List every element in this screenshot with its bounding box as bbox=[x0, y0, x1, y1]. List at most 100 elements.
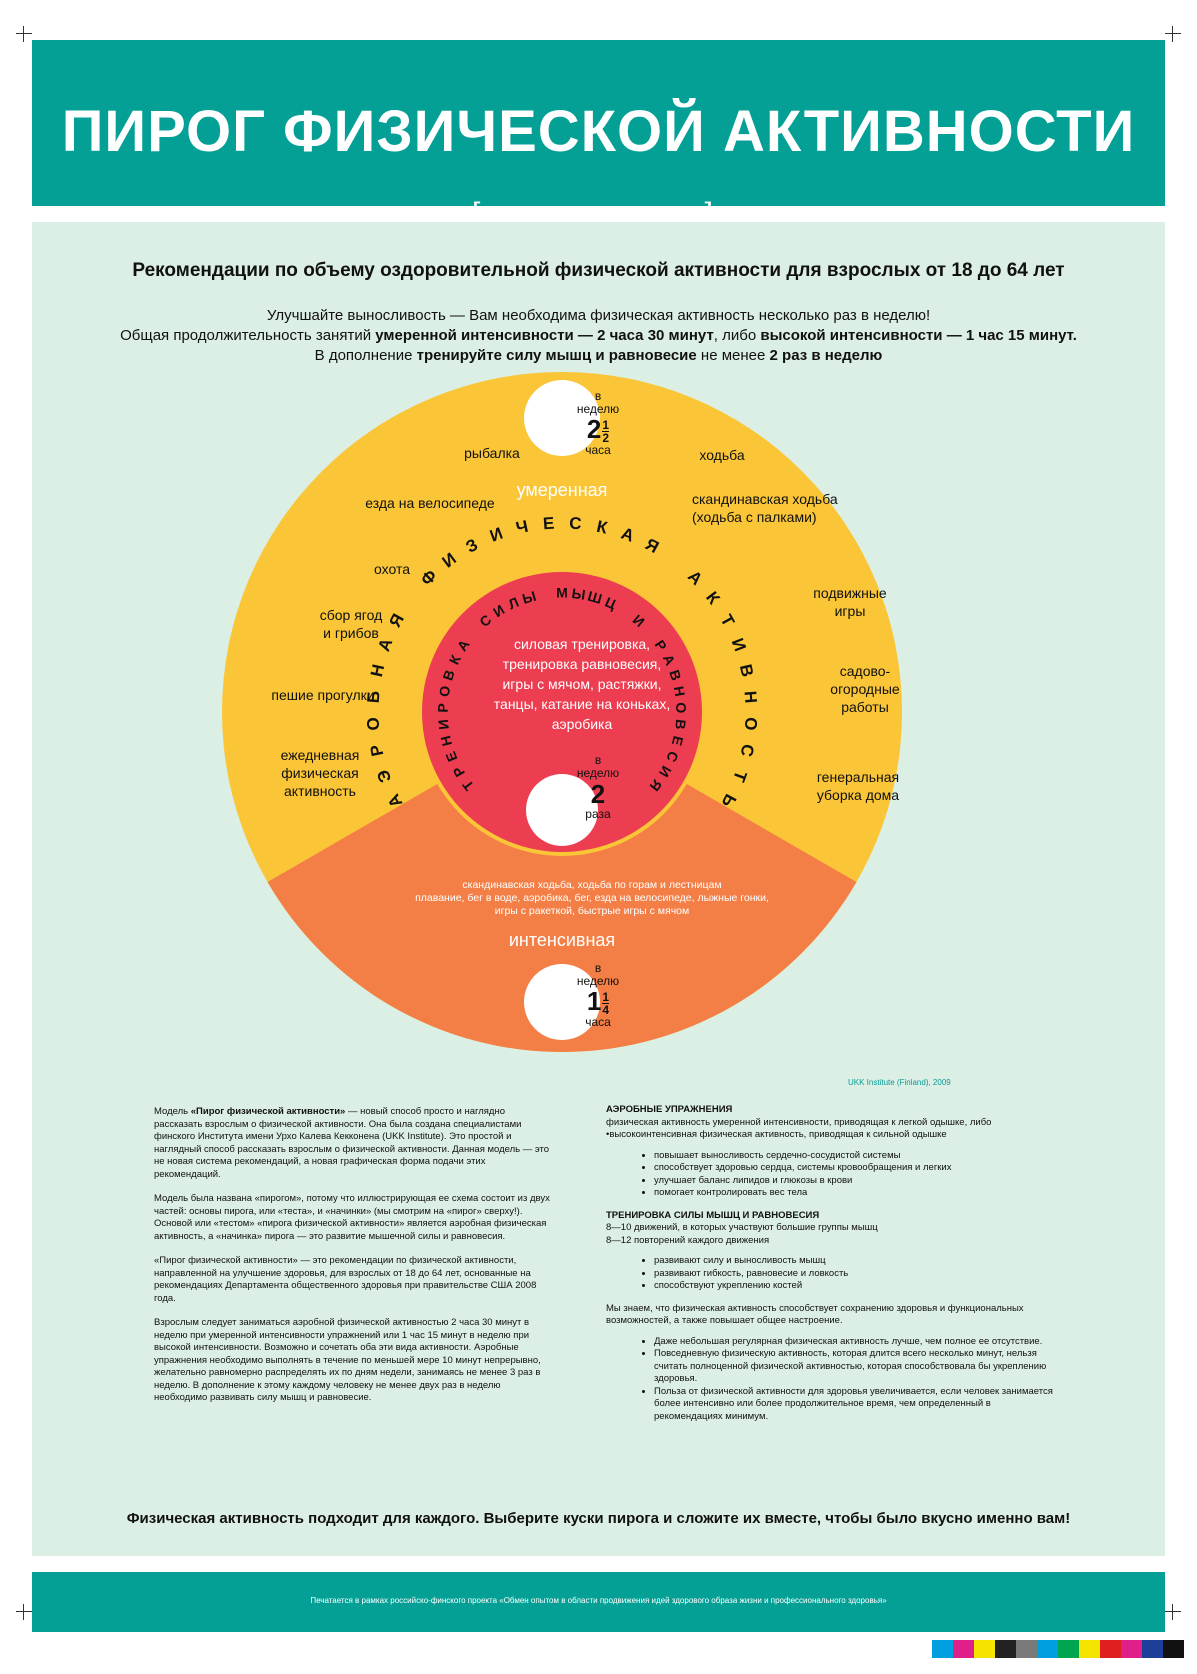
arc-letter-aerobic: Р bbox=[366, 743, 387, 758]
color-bar bbox=[1163, 1640, 1184, 1658]
right-text-column: АЭРОБНЫЕ УПРАЖНЕНИЯ физическая активност… bbox=[606, 1104, 1056, 1433]
arc-letter-strength: В bbox=[439, 668, 457, 683]
strength-items: силовая тренировка, тренировка равновеси… bbox=[493, 636, 671, 732]
arc-letter-aerobic: Б bbox=[364, 690, 384, 704]
arc-letter-aerobic: В bbox=[736, 662, 757, 678]
header-banner: ПИРОГ ФИЗИЧЕСКОЙ АКТИВНОСТИ [ неделя ] bbox=[32, 40, 1165, 230]
badge-strength-text: в неделю 2 раза bbox=[576, 753, 620, 821]
item-house-cleaning: генеральная уборка дома bbox=[816, 769, 900, 803]
item-garden: садово- огородные работы bbox=[830, 663, 900, 715]
color-calibration-bars bbox=[932, 1640, 1184, 1658]
intensive-zone bbox=[267, 712, 857, 1052]
arc-letter-strength: И bbox=[435, 719, 452, 731]
aerobic-bullets: повышает выносливость сердечно-сосудисто… bbox=[606, 1150, 1056, 1200]
arc-letter-strength: В bbox=[666, 668, 684, 683]
crop-mark bbox=[16, 1604, 32, 1620]
recommendation-intro: Улучшайте выносливость — Вам необходима … bbox=[32, 306, 1165, 366]
strength-desc-1: 8—10 движений, в которых участвуют больш… bbox=[606, 1222, 878, 1233]
strength-heading: ТРЕНИРОВКА СИЛЫ МЫШЦ И РАВНОВЕСИЯ bbox=[606, 1209, 820, 1221]
intensive-items: скандинавская ходьба, ходьба по горам и … bbox=[415, 879, 769, 917]
recommendation-title: Рекомендации по объему оздоровительной ф… bbox=[132, 260, 1065, 281]
arc-letter-aerobic: Э bbox=[373, 767, 395, 785]
color-bar bbox=[1079, 1640, 1100, 1658]
left-paragraph-3: «Пирог физической активности» — это реко… bbox=[154, 1255, 537, 1304]
know-bullets: Даже небольшая регулярная физическая акт… bbox=[606, 1336, 1056, 1424]
arc-letter-aerobic: Е bbox=[542, 514, 555, 534]
color-bar bbox=[995, 1640, 1016, 1658]
strength-desc-2: 8—12 повторений каждого движения bbox=[606, 1234, 770, 1246]
color-bar bbox=[953, 1640, 974, 1658]
credit: UKK Institute (Finland), 2009 bbox=[848, 1078, 951, 1087]
item-nordic-walking: скандинавская ходьба (ходьба с палками) bbox=[692, 491, 838, 525]
item-hiking: пешие прогулки bbox=[271, 687, 375, 703]
item-cycling: езда на велосипеде bbox=[365, 495, 495, 511]
crop-mark bbox=[1165, 26, 1181, 42]
color-bar bbox=[932, 1640, 953, 1658]
item-berries: сбор ягод и грибов bbox=[319, 607, 383, 641]
arc-letter-strength: Н bbox=[671, 685, 689, 698]
list-item: Повседневную физическую активность, кото… bbox=[654, 1348, 1056, 1386]
color-bar bbox=[1100, 1640, 1121, 1658]
arc-letter-aerobic: О bbox=[741, 717, 761, 731]
arc-letter-strength: М bbox=[556, 585, 568, 601]
aerobic-desc-1: физическая активность умеренной интенсив… bbox=[606, 1116, 992, 1128]
color-bar bbox=[1121, 1640, 1142, 1658]
slogan: Физическая активность подходит для каждо… bbox=[126, 1510, 1071, 1527]
arc-letter-strength: Ы bbox=[520, 588, 538, 607]
item-games: подвижные игры bbox=[813, 585, 887, 619]
badge-strength bbox=[526, 774, 598, 846]
label-intensive: интенсивная bbox=[509, 930, 615, 950]
footer-text: Печатается в рамках российско-финского п… bbox=[310, 1596, 887, 1605]
arc-letter-strength: Н bbox=[437, 734, 455, 748]
list-item: улучшает баланс липидов и глюкозы в кров… bbox=[654, 1175, 1056, 1188]
arc-letter-aerobic: С bbox=[569, 514, 583, 534]
page-title: ПИРОГ ФИЗИЧЕСКОЙ АКТИВНОСТИ bbox=[61, 99, 1136, 164]
badge-moderate bbox=[524, 380, 600, 456]
aerobic-desc-2: •высокоинтенсивная физическая активность… bbox=[606, 1129, 947, 1140]
arc-letter-strength: Ш bbox=[586, 588, 604, 607]
crop-mark bbox=[1165, 1604, 1181, 1620]
arc-letter-aerobic: С bbox=[737, 742, 758, 758]
arc-letter-strength: О bbox=[436, 684, 454, 698]
arc-letter-aerobic: Н bbox=[367, 662, 388, 678]
list-item: повышает выносливость сердечно-сосудисто… bbox=[654, 1150, 1056, 1163]
item-daily-activity: ежедневная физическая активность bbox=[280, 747, 360, 799]
list-item: Даже небольшая регулярная физическая акт… bbox=[654, 1336, 1056, 1349]
aerobic-heading: АЭРОБНЫЕ УПРАЖНЕНИЯ bbox=[606, 1104, 733, 1115]
label-moderate: умеренная bbox=[517, 480, 608, 500]
strength-bullets: развивают силу и выносливость мышц разви… bbox=[606, 1255, 1056, 1293]
intro-line-1: Улучшайте выносливость — Вам необходима … bbox=[266, 307, 931, 324]
list-item: Польза от физической активности для здор… bbox=[654, 1386, 1056, 1424]
list-item: развивают гибкость, равновесие и ловкост… bbox=[654, 1268, 1056, 1281]
intro-line-3: В дополнение тренируйте силу мышц и равн… bbox=[314, 347, 883, 364]
arc-letter-aerobic: Н bbox=[740, 690, 760, 704]
arc-letter-aerobic: О bbox=[363, 717, 383, 731]
item-fishing: рыбалка bbox=[464, 445, 520, 461]
arc-letter-strength: О bbox=[673, 702, 689, 714]
list-item: помогает контролировать вес тела bbox=[654, 1187, 1056, 1200]
arc-letter-strength: Ы bbox=[571, 585, 587, 603]
footer-banner: Печатается в рамках российско-финского п… bbox=[32, 1572, 1165, 1632]
arc-letter-strength: В bbox=[672, 719, 689, 731]
color-bar bbox=[1016, 1640, 1037, 1658]
main-panel: Рекомендации по объему оздоровительной ф… bbox=[32, 222, 1165, 1556]
arc-letter-strength: Р bbox=[435, 703, 451, 713]
list-item: способствуют укреплению костей bbox=[654, 1280, 1056, 1293]
item-walking: ходьба bbox=[699, 447, 745, 463]
color-bar bbox=[1142, 1640, 1163, 1658]
arc-letter-aerobic: Ч bbox=[514, 517, 530, 538]
color-bar bbox=[974, 1640, 995, 1658]
arc-letter-aerobic: К bbox=[595, 517, 610, 538]
intro-line-2: Общая продолжительность занятий умеренно… bbox=[120, 327, 1077, 344]
left-paragraph-2: Модель была названа «пирогом», потому чт… bbox=[154, 1193, 550, 1242]
badge-intensive bbox=[524, 964, 600, 1040]
color-bar bbox=[1058, 1640, 1079, 1658]
list-item: развивают силу и выносливость мышц bbox=[654, 1255, 1056, 1268]
crop-mark bbox=[16, 26, 32, 42]
color-bar bbox=[1037, 1640, 1058, 1658]
arc-letter-strength: Е bbox=[669, 734, 687, 747]
left-paragraph-4: Взрослым следует заниматься аэробной физ… bbox=[154, 1317, 541, 1403]
